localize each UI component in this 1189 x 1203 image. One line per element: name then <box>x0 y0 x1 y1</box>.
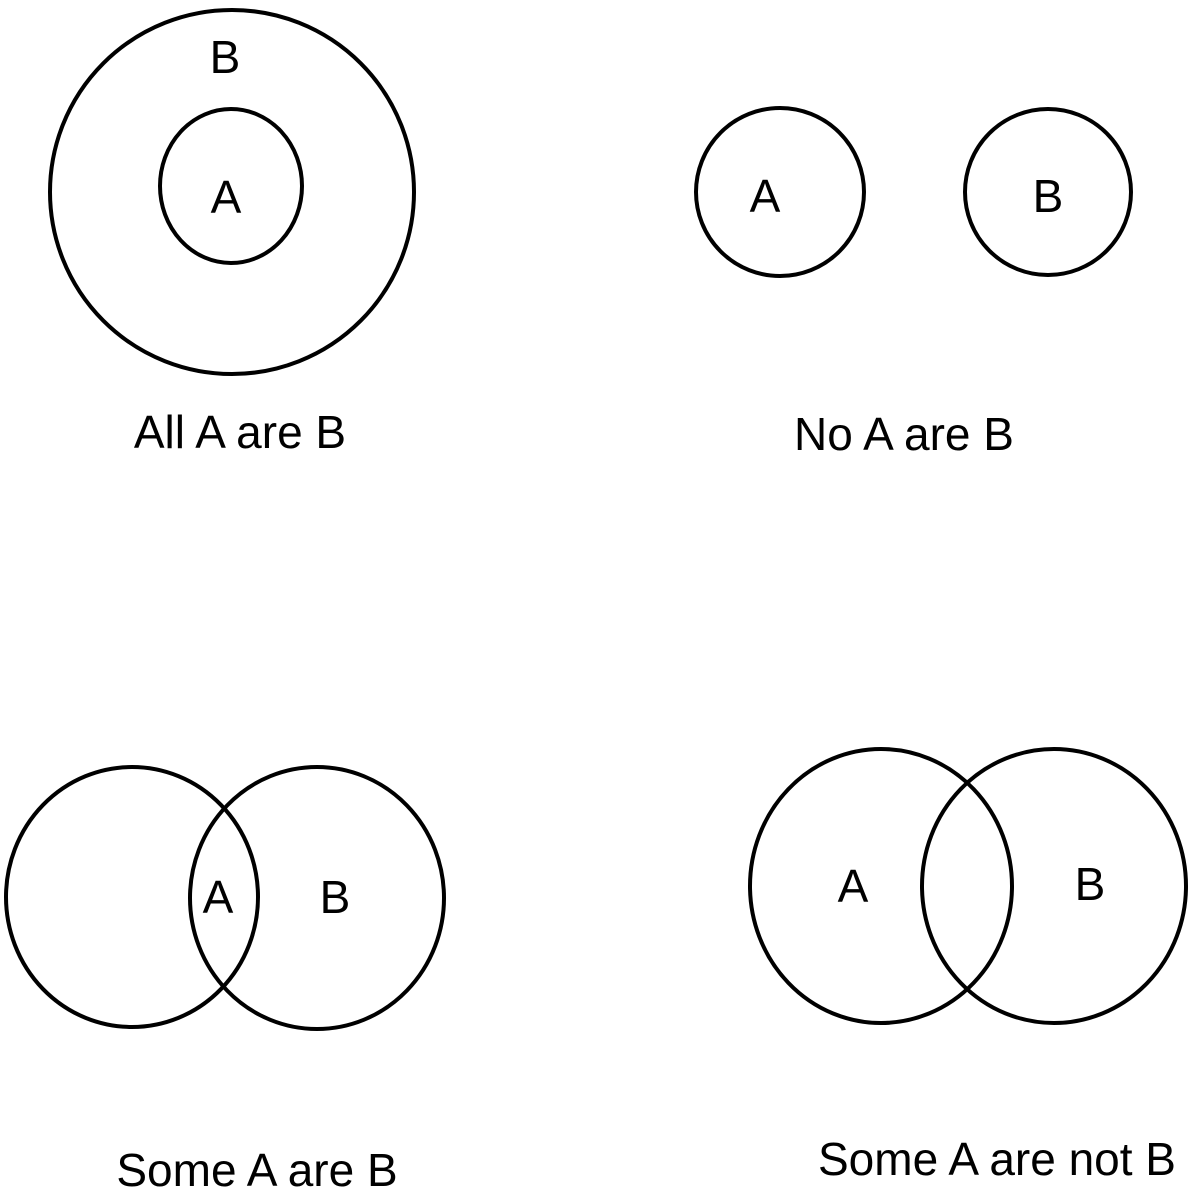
set-b-circle <box>48 8 416 376</box>
set-b-label: B <box>1075 858 1106 910</box>
set-b-label: B <box>320 871 351 923</box>
diagram-no-a-are-b: A B No A are B <box>694 106 1133 460</box>
set-a-label: A <box>750 170 781 222</box>
set-b-label: B <box>210 31 241 83</box>
set-a-circle <box>748 747 1014 1025</box>
set-a-label: A <box>838 860 869 912</box>
diagram-all-a-are-b: B A All A are B <box>48 8 416 458</box>
caption-some-a-are-not-b: Some A are not B <box>818 1133 1176 1185</box>
caption-no-a-are-b: No A are B <box>794 408 1014 460</box>
set-b-circle <box>188 765 446 1031</box>
diagram-some-a-are-b: A B Some A are B <box>4 765 446 1196</box>
set-a-circle <box>4 765 260 1029</box>
set-b-label: B <box>1033 170 1064 222</box>
set-a-circle <box>158 107 304 265</box>
set-a-label: A <box>211 171 242 223</box>
set-b-circle <box>920 747 1188 1025</box>
set-a-circle <box>694 106 866 278</box>
set-a-label-intersection: A <box>203 871 234 923</box>
diagram-some-a-are-not-b: A B Some A are not B <box>748 747 1188 1185</box>
set-b-circle <box>963 107 1133 277</box>
caption-all-a-are-b: All A are B <box>134 406 346 458</box>
caption-some-a-are-b: Some A are B <box>116 1144 397 1196</box>
